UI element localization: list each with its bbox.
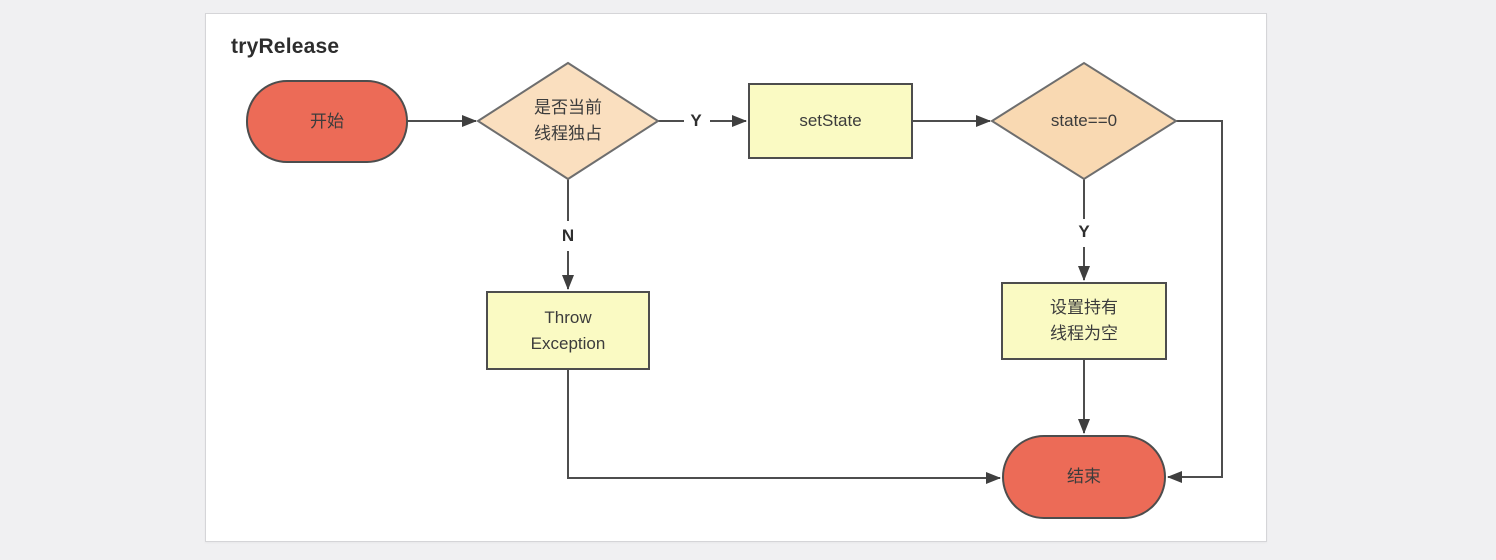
edge-statezero-no-to-end <box>1167 120 1223 483</box>
end-node-shape <box>1002 435 1166 519</box>
clear-owner-node-shape <box>1001 282 1167 360</box>
decision-state-zero-shape <box>990 61 1178 181</box>
throw-exception-node-shape <box>486 291 650 370</box>
setstate-node-shape <box>748 83 913 159</box>
diagram-title: tryRelease <box>231 35 340 58</box>
edge-throw-to-end <box>567 369 1001 484</box>
decision-thread-exclusive-shape <box>476 61 660 181</box>
start-node-shape <box>246 80 408 163</box>
